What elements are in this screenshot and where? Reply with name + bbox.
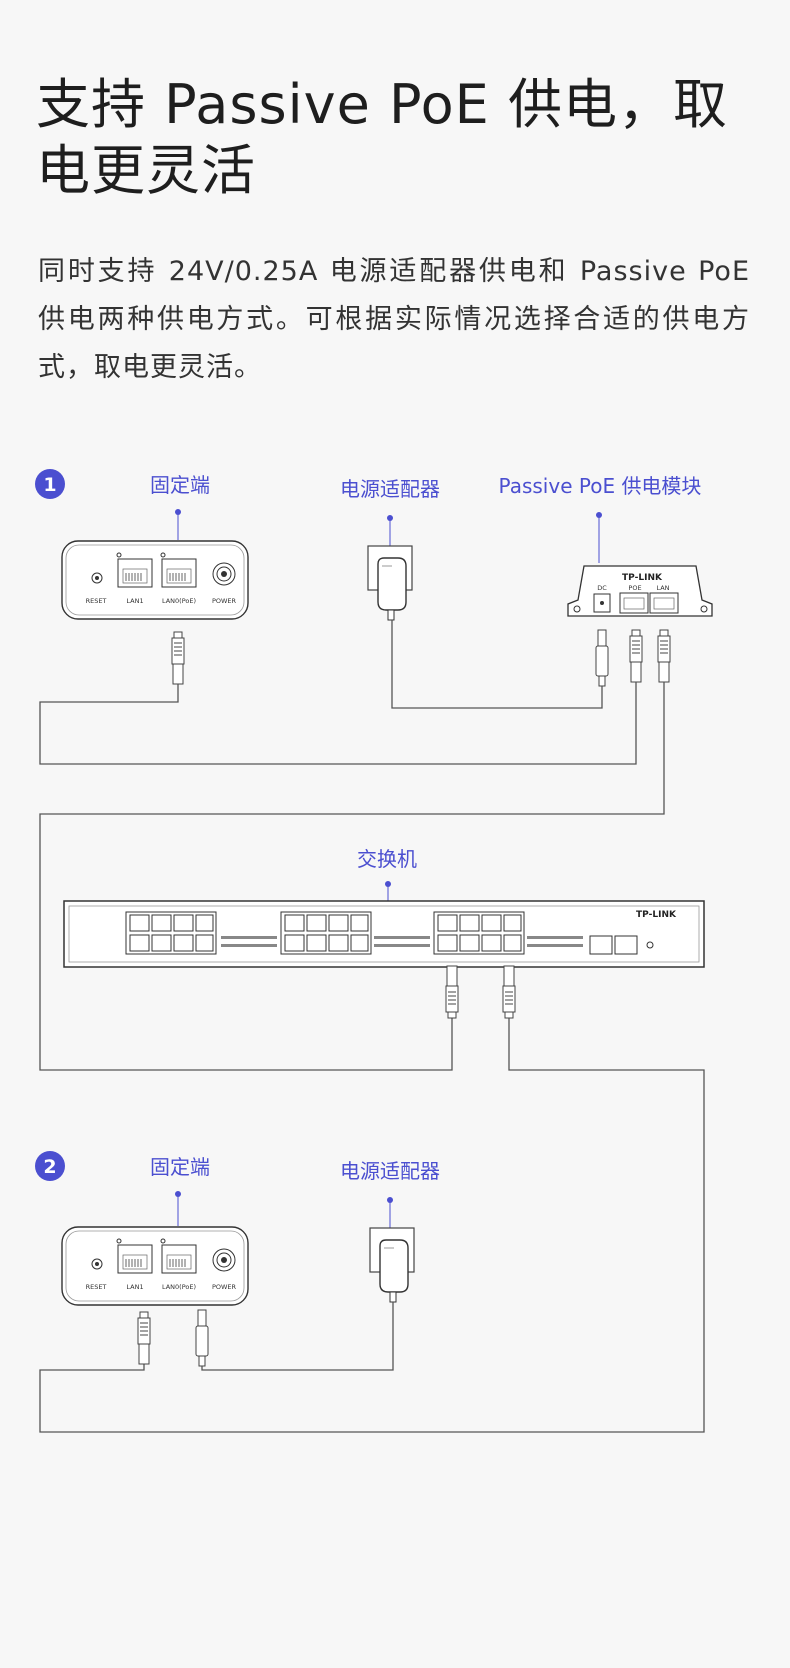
port-lan0-label: LAN0(PoE) xyxy=(162,597,196,605)
label-adapter-1: 电源适配器 xyxy=(340,477,440,501)
poe-brand: TP-LINK xyxy=(622,573,663,583)
port-reset-label: RESET xyxy=(86,597,107,605)
port-lan1-label: LAN1 xyxy=(126,597,143,605)
label-fixed-end-1: 固定端 xyxy=(150,473,210,497)
port-lan0-label-2: LAN0(PoE) xyxy=(162,1283,196,1291)
wire-poe-lan-to-switch xyxy=(39,682,665,1071)
poe-dc-label: DC xyxy=(597,584,607,592)
label-poe-module: Passive PoE 供电模块 xyxy=(499,474,702,498)
switch-brand: TP-LINK xyxy=(636,910,677,920)
label-switch: 交换机 xyxy=(357,847,417,871)
power-adapter-1 xyxy=(367,545,413,621)
poe-poe-label: POE xyxy=(628,584,641,592)
page-title: 支持 Passive PoE 供电，取 电更灵活 xyxy=(36,72,756,204)
wire-adapter2-to-cpe2 xyxy=(201,1302,394,1371)
step-2-number: 2 xyxy=(43,1156,56,1178)
port-power-label: POWER xyxy=(212,597,237,605)
description: 同时支持 24V/0.25A 电源适配器供电和 Passive PoE 供电两种… xyxy=(38,256,750,383)
cpe-device-2: RESET LAN1 LAN0(PoE) POWER xyxy=(61,1226,249,1306)
port-reset-label-2: RESET xyxy=(86,1283,107,1291)
network-switch: TP-LINK xyxy=(63,900,705,968)
step-1-number: 1 xyxy=(43,474,56,496)
wire-adapter-to-poe-dc xyxy=(391,620,603,709)
power-adapter-2 xyxy=(369,1227,415,1303)
label-fixed-end-2: 固定端 xyxy=(150,1155,210,1179)
port-power-label-2: POWER xyxy=(212,1283,237,1291)
cpe-device-1: RESET LAN1 LAN0(PoE) POWER xyxy=(61,540,249,620)
label-adapter-2: 电源适配器 xyxy=(340,1159,440,1183)
wire-switch-to-cpe2 xyxy=(39,1018,705,1433)
step-2-badge xyxy=(35,1151,65,1181)
poe-lan-label: LAN xyxy=(656,584,669,592)
title-line-1: 支持 Passive PoE 供电，取 xyxy=(36,73,728,136)
title-line-2: 电更灵活 xyxy=(36,139,256,202)
poe-injector: TP-LINK DC POE LAN xyxy=(567,565,713,617)
wire-cpe-to-poe xyxy=(39,682,637,765)
port-lan1-label-2: LAN1 xyxy=(126,1283,143,1291)
step-1-badge xyxy=(35,469,65,499)
